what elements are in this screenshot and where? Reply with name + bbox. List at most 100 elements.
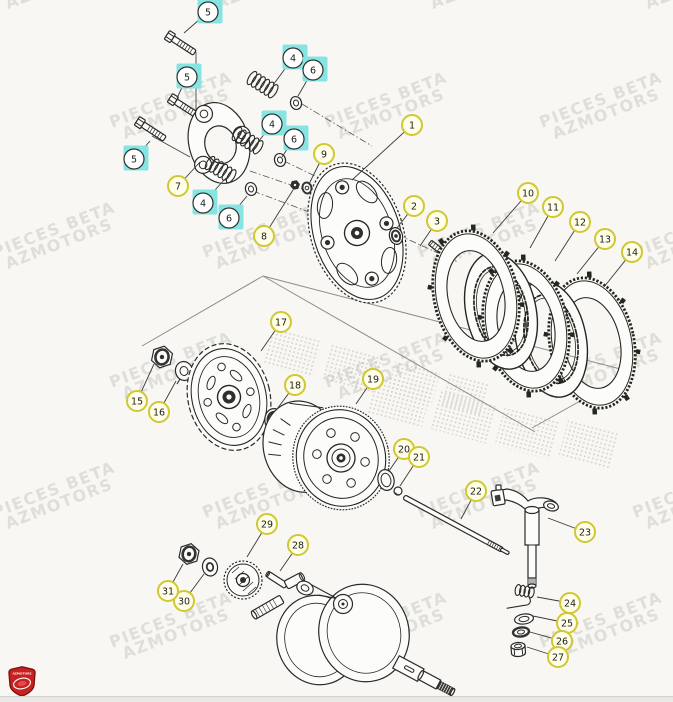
callout-number: 29 xyxy=(261,519,273,530)
watermark-text: PIECES BETAAZMOTORS xyxy=(630,197,673,275)
part-nut-31 xyxy=(178,543,200,565)
callout-number: 6 xyxy=(291,134,297,145)
callout-5b[interactable]: 5 xyxy=(176,63,202,89)
callout-4c[interactable]: 4 xyxy=(192,189,218,215)
part-push-rod-22 xyxy=(402,494,510,555)
part-washer-6c xyxy=(243,180,259,198)
callout-18[interactable]: 18 xyxy=(284,374,306,396)
callout-17[interactable]: 17 xyxy=(270,311,292,333)
part-spring-24 xyxy=(506,584,535,609)
callout-number: 6 xyxy=(310,65,316,76)
callout-6c[interactable]: 6 xyxy=(218,204,244,230)
part-bolt-5a xyxy=(163,29,198,58)
callout-number: 11 xyxy=(547,202,559,213)
callout-number: 24 xyxy=(564,598,576,609)
callout-22[interactable]: 22 xyxy=(465,480,487,502)
part-washer-26 xyxy=(511,626,531,638)
callout-number: 10 xyxy=(522,188,534,199)
callout-3[interactable]: 3 xyxy=(426,210,448,232)
callout-number: 9 xyxy=(321,149,327,160)
callout-number: 21 xyxy=(413,452,425,463)
callout-5c[interactable]: 5 xyxy=(123,145,149,171)
callout-6b[interactable]: 6 xyxy=(283,125,309,151)
callout-12[interactable]: 12 xyxy=(569,211,591,233)
callout-31[interactable]: 31 xyxy=(157,580,179,602)
callout-13[interactable]: 13 xyxy=(594,228,616,250)
callout-21[interactable]: 21 xyxy=(408,446,430,468)
part-primary-gear-29 xyxy=(223,560,263,600)
halftone-watermark xyxy=(262,328,619,471)
callout-number: 16 xyxy=(153,407,165,418)
callout-number: 13 xyxy=(599,234,611,245)
callout-number: 14 xyxy=(626,247,638,258)
callout-number: 15 xyxy=(131,396,143,407)
logo-text: AZMOTORS xyxy=(12,672,31,676)
callout-14[interactable]: 14 xyxy=(621,241,643,263)
callout-number: 6 xyxy=(226,213,232,224)
part-ball-21 xyxy=(393,486,403,496)
part-washer-30 xyxy=(201,557,219,577)
callout-8[interactable]: 8 xyxy=(253,225,275,247)
part-spring-4a xyxy=(244,69,281,100)
callout-15[interactable]: 15 xyxy=(126,390,148,412)
callout-number: 4 xyxy=(290,53,296,64)
callout-25[interactable]: 25 xyxy=(556,612,578,634)
callout-number: 5 xyxy=(131,154,137,165)
callout-number: 28 xyxy=(292,540,304,551)
callout-number: 25 xyxy=(561,618,573,629)
callout-number: 30 xyxy=(178,596,190,607)
callout-6a[interactable]: 6 xyxy=(302,56,328,82)
callout-9[interactable]: 9 xyxy=(313,143,335,165)
watermark-text: PIECES BETAAZMOTORS xyxy=(630,0,673,16)
callout-28[interactable]: 28 xyxy=(287,534,309,556)
callout-number: 1 xyxy=(409,120,415,131)
callout-number: 4 xyxy=(269,119,275,130)
callout-4a[interactable]: 4 xyxy=(282,44,308,70)
watermark-text: PIECES BETAAZMOTORS xyxy=(322,67,456,145)
callout-number: 17 xyxy=(275,317,287,328)
callout-4b[interactable]: 4 xyxy=(261,110,287,136)
callout-5a[interactable]: 5 xyxy=(197,0,223,24)
part-pin-28 xyxy=(265,570,288,589)
part-nut-8 xyxy=(290,180,300,190)
part-damper-gear-17 xyxy=(186,343,272,451)
callout-24[interactable]: 24 xyxy=(559,592,581,614)
callout-number: 26 xyxy=(556,636,568,647)
callout-7[interactable]: 7 xyxy=(167,175,189,197)
callout-number: 7 xyxy=(175,181,181,192)
callout-number: 27 xyxy=(552,652,564,663)
callout-2[interactable]: 2 xyxy=(403,195,425,217)
callout-number: 18 xyxy=(289,380,301,391)
callout-number: 22 xyxy=(470,486,482,497)
callout-27[interactable]: 27 xyxy=(547,646,569,668)
part-washer-6a xyxy=(288,94,304,112)
bottom-bar xyxy=(0,696,673,702)
callout-number: 31 xyxy=(162,586,174,597)
callout-layer: 1234445556667891011121314151617181920212… xyxy=(123,0,643,668)
callout-29[interactable]: 29 xyxy=(256,513,278,535)
callout-30[interactable]: 30 xyxy=(173,590,195,612)
callout-11[interactable]: 11 xyxy=(542,196,564,218)
watermark-text: PIECES BETAAZMOTORS xyxy=(0,0,123,16)
part-washer-6b xyxy=(272,151,288,169)
callout-number: 20 xyxy=(398,444,410,455)
part-actuator-arm-23 xyxy=(490,484,559,589)
callout-16[interactable]: 16 xyxy=(148,401,170,423)
callout-number: 19 xyxy=(367,374,379,385)
azmotors-logo: AZMOTORS xyxy=(8,666,36,697)
callout-number: 4 xyxy=(200,198,206,209)
part-nut-15 xyxy=(150,345,174,369)
part-washer-20 xyxy=(377,469,395,491)
callout-number: 5 xyxy=(205,7,211,18)
watermark-text: PIECES BETAAZMOTORS xyxy=(0,197,123,275)
callout-19[interactable]: 19 xyxy=(362,368,384,390)
callout-23[interactable]: 23 xyxy=(574,521,596,543)
callout-10[interactable]: 10 xyxy=(517,182,539,204)
part-tab-washer-16 xyxy=(174,360,194,385)
callout-number: 8 xyxy=(261,231,267,242)
callout-number: 3 xyxy=(434,216,440,227)
callout-1[interactable]: 1 xyxy=(401,114,423,136)
callout-number: 5 xyxy=(184,72,190,83)
